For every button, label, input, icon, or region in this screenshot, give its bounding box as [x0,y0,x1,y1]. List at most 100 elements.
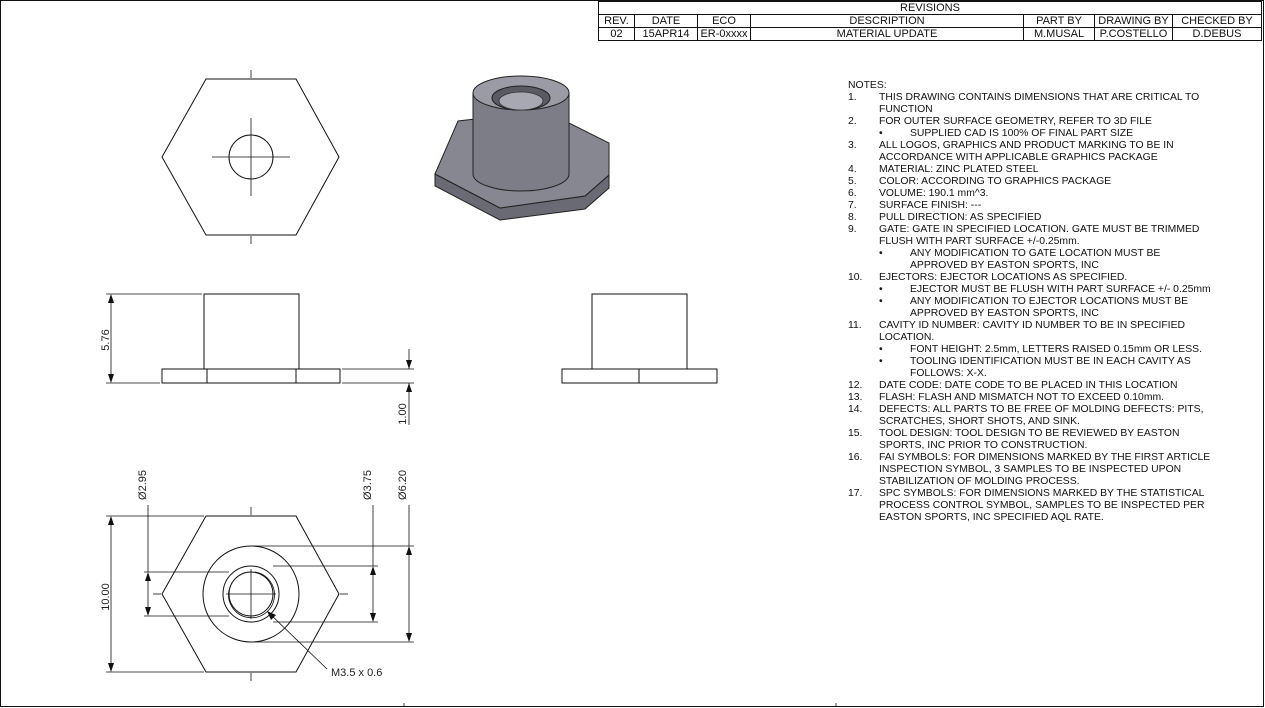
note-number: 9. [848,224,857,235]
revisions-header-row: REV. DATE ECO DESCRIPTION PART BY DRAWIN… [598,14,1262,28]
dim-hole-dia: Ø2.95 [137,470,149,500]
note-text: THIS DRAWING CONTAINS DIMENSIONS THAT AR… [879,92,1200,115]
bullet-icon: • [879,356,883,367]
note-number: 5. [848,176,857,187]
note-number: 17. [848,488,863,499]
bottom-view: 10.00 Ø2.95 Ø3.75 Ø6.20 M3.5 x 0.6 [100,470,414,681]
note-number: 2. [848,116,857,127]
note-text: ALL LOGOS, GRAPHICS AND PRODUCT MARKING … [879,140,1174,163]
note-text: GATE: GATE IN SPECIFIED LOCATION. GATE M… [879,224,1200,247]
bullet-icon: • [879,248,883,259]
note-text: COLOR: ACCORDING TO GRAPHICS PACKAGE [879,176,1112,187]
note-subitem: • TOOLING IDENTIFICATION MUST BE IN EACH … [848,356,1220,380]
checked-by-cell: D.DEBUS [1172,27,1262,41]
note-number: 15. [848,428,863,439]
note-number: 14. [848,404,863,415]
note-item: 9. GATE: GATE IN SPECIFIED LOCATION. GATE… [848,224,1220,248]
notes-heading: NOTES: [848,80,887,91]
note-item: 5. COLOR: ACCORDING TO GRAPHICS PACKAGE [848,176,1220,188]
note-item: 16. FAI SYMBOLS: FOR DIMENSIONS MARKED BY… [848,452,1220,488]
note-number: 7. [848,200,857,211]
checked-by-header: CHECKED BY [1172,14,1262,28]
note-text: EJECTORS: EJECTOR LOCATIONS AS SPECIFIED… [879,272,1128,283]
note-number: 1. [848,92,857,103]
front-view: 5.76 1.00 [100,293,414,425]
eco-header: ECO [697,14,751,28]
note-item: 7. SURFACE FINISH: --- [848,200,1220,212]
note-text: SPC SYMBOLS: FOR DIMENSIONS MARKED BY TH… [879,488,1205,523]
note-text: VOLUME: 190.1 mm^3. [879,188,989,199]
description-header: DESCRIPTION [750,14,1024,28]
top-view [161,70,340,244]
dim-height: 5.76 [100,329,112,350]
note-text: SURFACE FINISH: --- [879,200,982,211]
note-number: 4. [848,164,857,175]
note-number: 3. [848,140,857,151]
note-item: 11. CAVITY ID NUMBER: CAVITY ID NUMBER TO… [848,320,1220,344]
bullet-icon: • [879,284,883,295]
rev-header: REV. [598,14,635,28]
notes-list: 1. THIS DRAWING CONTAINS DIMENSIONS THAT … [848,92,1220,524]
note-subitem: • ANY MODIFICATION TO EJECTOR LOCATIONS M… [848,296,1220,320]
note-text: FAI SYMBOLS: FOR DIMENSIONS MARKED BY TH… [879,452,1211,487]
note-number: 8. [848,212,857,223]
revisions-title: REVISIONS [598,1,1262,15]
note-item: 14. DEFECTS: ALL PARTS TO BE FREE OF MOLD… [848,404,1220,428]
note-subitem-text: TOOLING IDENTIFICATION MUST BE IN EACH C… [910,356,1191,379]
description-cell: MATERIAL UPDATE [750,27,1024,41]
note-text: MATERIAL: ZINC PLATED STEEL [879,164,1039,175]
note-text: FLASH: FLASH AND MISMATCH NOT TO EXCEED … [879,392,1165,403]
note-subitem: • SUPPLIED CAD IS 100% OF FINAL PART SIZE [848,128,1220,140]
note-text: DEFECTS: ALL PARTS TO BE FREE OF MOLDING… [879,404,1204,427]
bullet-icon: • [879,128,883,139]
dim-across: 10.00 [100,583,112,611]
note-subitem-text: ANY MODIFICATION TO EJECTOR LOCATIONS MU… [910,296,1189,319]
note-text: CAVITY ID NUMBER: CAVITY ID NUMBER TO BE… [879,320,1185,343]
note-item: 2. FOR OUTER SURFACE GEOMETRY, REFER TO 3… [848,116,1220,128]
drawing-by-cell: P.COSTELLO [1094,27,1173,41]
eco-cell: ER-0xxxx [697,27,751,41]
note-subitem-text: FONT HEIGHT: 2.5mm, LETTERS RAISED 0.15m… [910,344,1202,355]
note-item: 12. DATE CODE: DATE CODE TO BE PLACED IN … [848,380,1220,392]
revisions-table: REVISIONS REV. DATE ECO DESCRIPTION PART… [598,1,1262,41]
bullet-icon: • [879,344,883,355]
note-subitem-text: ANY MODIFICATION TO GATE LOCATION MUST B… [910,248,1161,271]
drawing-by-header: DRAWING BY [1094,14,1173,28]
date-header: DATE [634,14,698,28]
note-subitem: • FONT HEIGHT: 2.5mm, LETTERS RAISED 0.15… [848,344,1220,356]
dim-boss-dia: Ø3.75 [362,470,374,500]
side-view [561,293,718,384]
note-item: 1. THIS DRAWING CONTAINS DIMENSIONS THAT … [848,92,1220,116]
isometric-view [434,75,610,221]
note-item: 10. EJECTORS: EJECTOR LOCATIONS AS SPECIF… [848,272,1220,284]
note-number: 16. [848,452,863,463]
note-subitem-text: SUPPLIED CAD IS 100% OF FINAL PART SIZE [910,128,1134,139]
note-item: 17. SPC SYMBOLS: FOR DIMENSIONS MARKED BY… [848,488,1220,524]
note-item: 6. VOLUME: 190.1 mm^3. [848,188,1220,200]
note-text: TOOL DESIGN: TOOL DESIGN TO BE REVIEWED … [879,428,1180,451]
rev-cell: 02 [598,27,635,41]
note-item: 4. MATERIAL: ZINC PLATED STEEL [848,164,1220,176]
thread-callout: M3.5 x 0.6 [331,667,382,679]
part-by-header: PART BY [1023,14,1095,28]
date-cell: 15APR14 [634,27,698,41]
note-text: PULL DIRECTION: AS SPECIFIED [879,212,1042,223]
revisions-row: 02 15APR14 ER-0xxxx MATERIAL UPDATE M.MU… [598,27,1262,41]
note-text: DATE CODE: DATE CODE TO BE PLACED IN THI… [879,380,1178,391]
dim-outer-dia: Ø6.20 [397,470,409,500]
note-number: 6. [848,188,857,199]
note-item: 15. TOOL DESIGN: TOOL DESIGN TO BE REVIEW… [848,428,1220,452]
bullet-icon: • [879,296,883,307]
dim-flange: 1.00 [397,403,409,424]
note-number: 12. [848,380,863,391]
note-text: FOR OUTER SURFACE GEOMETRY, REFER TO 3D … [879,116,1152,127]
note-subitem: • EJECTOR MUST BE FLUSH WITH PART SURFACE… [848,284,1220,296]
note-subitem-text: EJECTOR MUST BE FLUSH WITH PART SURFACE … [910,284,1211,295]
note-number: 10. [848,272,863,283]
part-by-cell: M.MUSAL [1023,27,1095,41]
note-item: 13. FLASH: FLASH AND MISMATCH NOT TO EXCE… [848,392,1220,404]
notes-block: NOTES: 1. THIS DRAWING CONTAINS DIMENSION… [848,80,1220,524]
note-number: 11. [848,320,862,331]
note-number: 13. [848,392,863,403]
